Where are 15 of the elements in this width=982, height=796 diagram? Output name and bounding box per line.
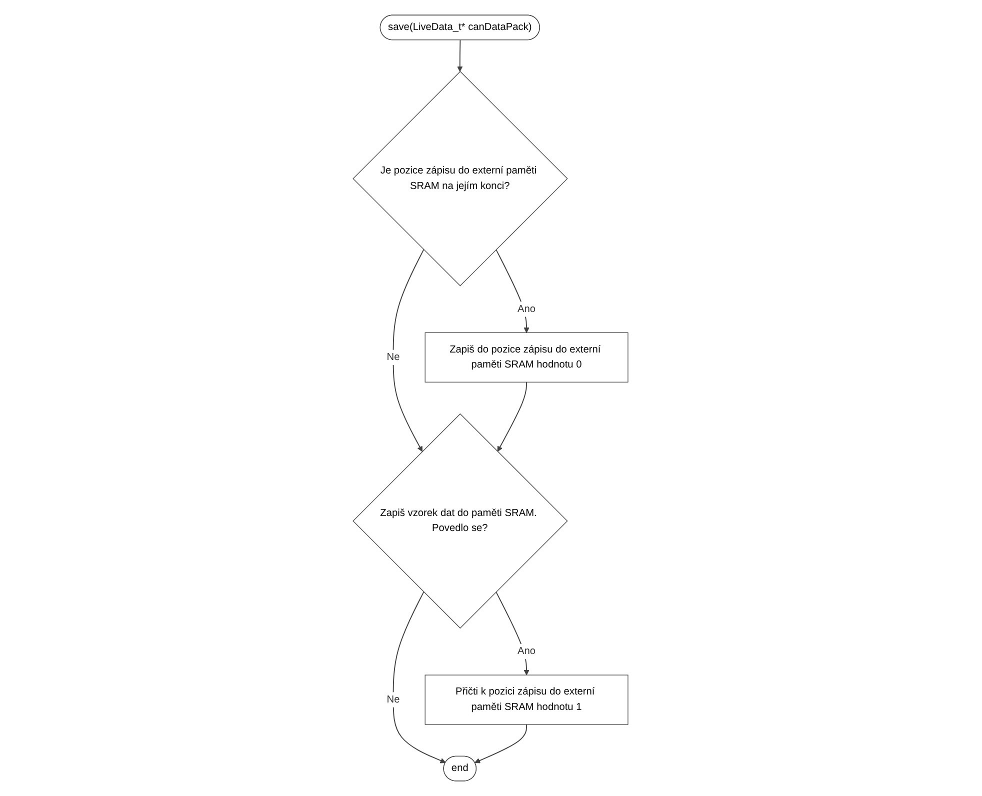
node-diamond: Zapiš vzorek dat do paměti SRAM. Povedlo se?: [353, 413, 568, 629]
arrow: [498, 382, 528, 452]
arrow: [496, 591, 530, 676]
arrow: [458, 40, 464, 72]
edge-label: Ne: [387, 352, 400, 362]
edge-label: Ne: [387, 694, 400, 705]
arrow: [393, 249, 425, 452]
node-box: Zapiš do pozice zápisu do externí paměti SRAM hodnotu 0: [425, 332, 629, 382]
edge-label: Ano: [518, 304, 536, 314]
node-box: Přičti k pozici zápisu do externí paměti SRAM hodnotu 1: [425, 674, 629, 725]
node-diamond: Je pozice zápisu do externí paměti SRAM na jejím konci?: [353, 71, 568, 286]
edge-label: Ano: [518, 646, 536, 657]
arrow: [496, 249, 530, 333]
arrow: [393, 591, 446, 764]
arrow: [475, 724, 528, 764]
